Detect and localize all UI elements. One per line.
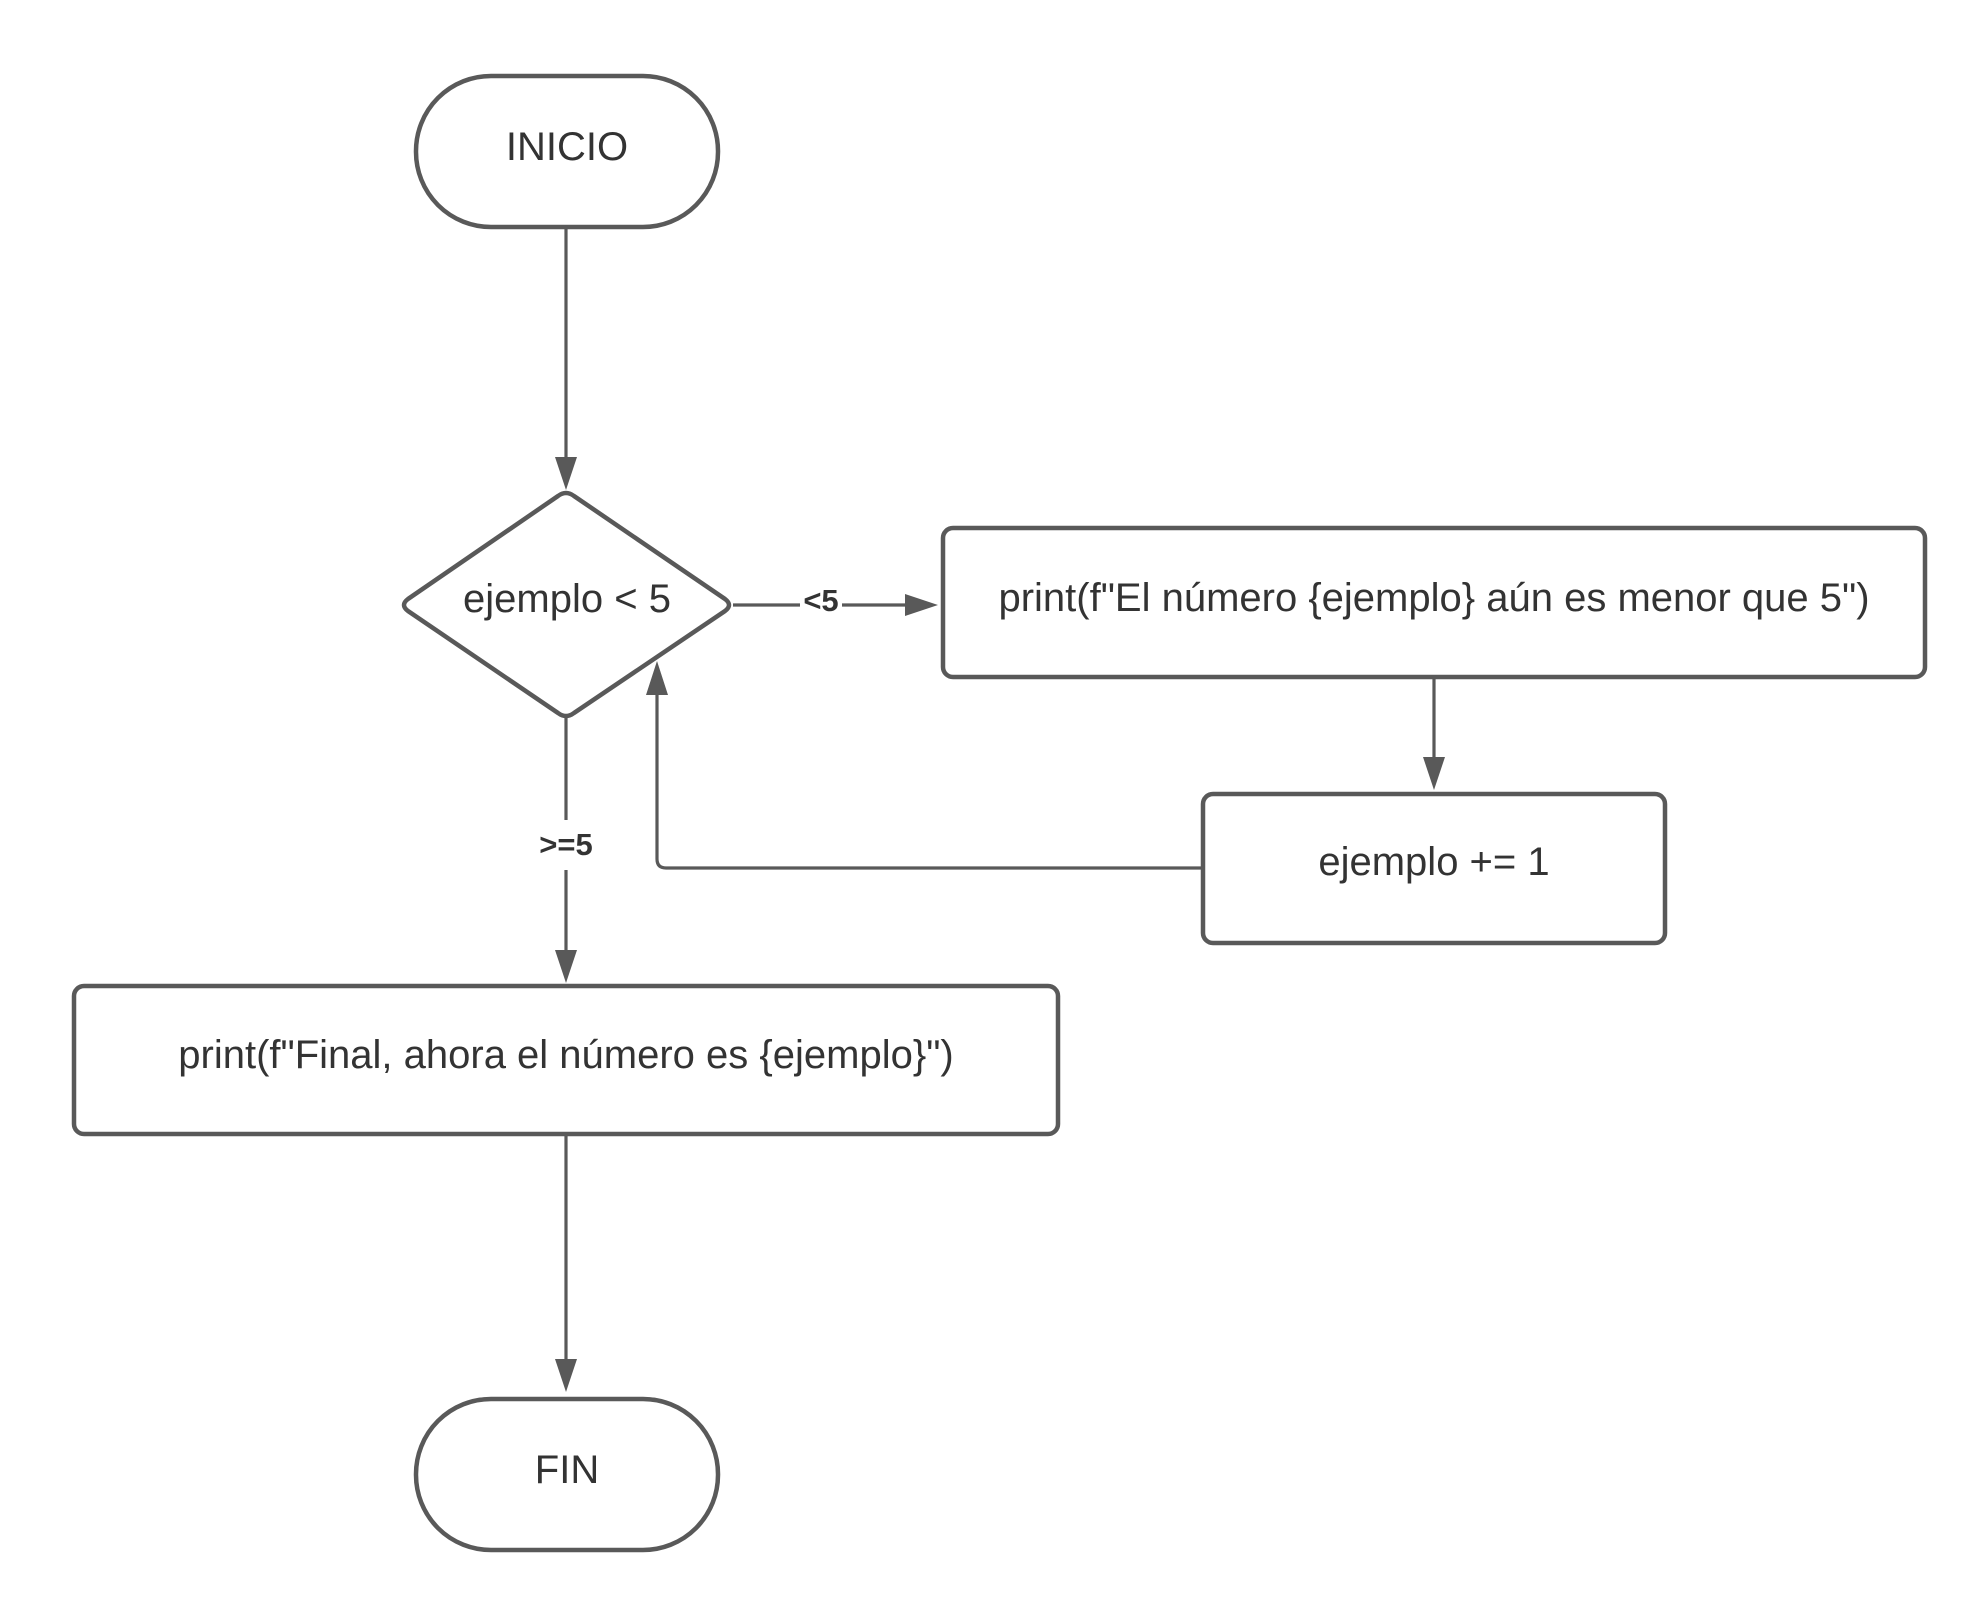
arrowhead-condition-right (646, 661, 668, 695)
node-end: FIN (413, 1396, 721, 1553)
arrowhead-print-loop-left (905, 594, 938, 616)
process-shape (940, 525, 1928, 680)
terminator-shape (413, 1396, 721, 1553)
arrowhead-increment-top (1423, 757, 1445, 790)
arrowhead-end-top (555, 1359, 577, 1392)
edge-label-less-than-five: <5 (803, 583, 838, 618)
node-print-loop-label: print(f"El número {ejemplo} aún es menor… (998, 576, 1869, 620)
node-end-label: FIN (535, 1448, 599, 1492)
decision-shape (401, 490, 732, 719)
node-print-final: print(f"Final, ahora el número es {ejemp… (71, 983, 1061, 1137)
edge-label-greater-equal-five: >=5 (539, 827, 592, 862)
process-shape (71, 983, 1061, 1137)
arrowhead-print-final-top (555, 950, 577, 983)
node-start: INICIO (413, 73, 721, 230)
node-increment: ejemplo += 1 (1200, 791, 1668, 946)
node-condition: ejemplo < 5 (401, 490, 732, 719)
node-increment-label: ejemplo += 1 (1318, 840, 1549, 884)
node-start-label: INICIO (506, 125, 628, 169)
terminator-shape (413, 73, 721, 230)
edge-increment-to-condition (655, 690, 1202, 870)
process-shape (1200, 791, 1668, 946)
edge-labels: <5 >=5 (539, 583, 842, 862)
node-print-final-label: print(f"Final, ahora el número es {ejemp… (178, 1033, 953, 1077)
connectors (555, 228, 1445, 1392)
arrowhead-condition-top (555, 457, 577, 490)
edge-label-less-than-five-bg (800, 588, 842, 622)
node-print-loop: print(f"El número {ejemplo} aún es menor… (940, 525, 1928, 680)
node-condition-label: ejemplo < 5 (463, 577, 671, 621)
